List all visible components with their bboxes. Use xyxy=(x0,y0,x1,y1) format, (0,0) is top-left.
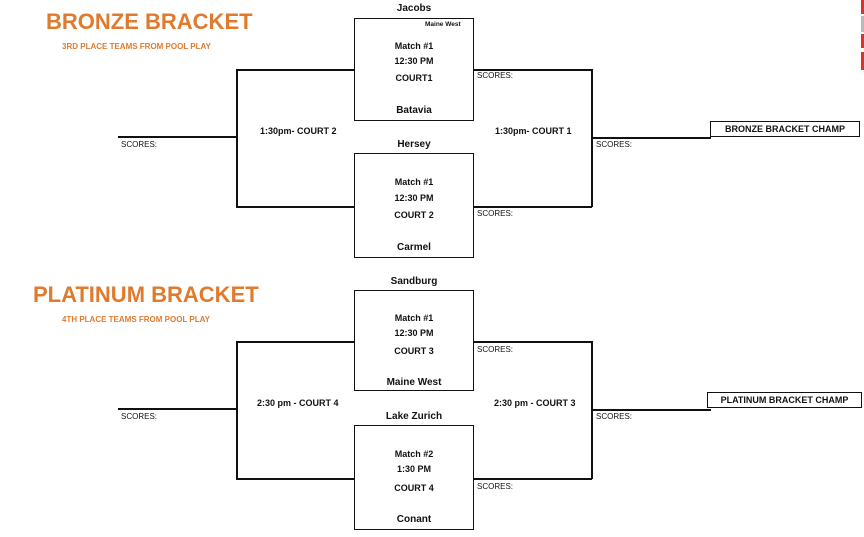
platinum-team-maine-west: Maine West xyxy=(386,377,442,388)
bronze-left-game: 1:30pm- COURT 2 xyxy=(260,126,337,136)
bronze-team-jacobs: Jacobs xyxy=(396,3,432,14)
bronze-corner-note: Maine West xyxy=(425,21,461,28)
bronze-bottom-scores: SCORES: xyxy=(477,209,514,218)
bronze-left-scores: SCORES: xyxy=(121,140,158,149)
platinum-bottom-scores: SCORES: xyxy=(477,482,514,491)
platinum-top-match-time: 12:30 PM xyxy=(394,328,434,338)
platinum-team-conant: Conant xyxy=(396,514,432,525)
platinum-team-sandburg: Sandburg xyxy=(390,276,438,287)
edge-stripe-red-mid xyxy=(861,34,864,48)
platinum-bottom-match-time: 1:30 PM xyxy=(396,464,431,474)
bronze-bottom-match-number: Match #1 xyxy=(394,177,434,187)
bronze-subtitle: 3RD PLACE TEAMS FROM POOL PLAY xyxy=(62,42,211,51)
platinum-right-line-bottom xyxy=(474,478,592,480)
platinum-left-game: 2:30 pm - COURT 4 xyxy=(257,398,339,408)
bronze-bottom-match-time: 12:30 PM xyxy=(394,193,434,203)
platinum-title: PLATINUM BRACKET xyxy=(33,282,259,307)
bronze-left-line-top xyxy=(236,69,354,71)
bronze-top-match-time: 12:30 PM xyxy=(394,56,434,66)
bronze-top-match-court: COURT1 xyxy=(395,73,433,83)
platinum-right-feeder xyxy=(591,409,711,411)
platinum-top-scores: SCORES: xyxy=(477,345,514,354)
bronze-top-scores: SCORES: xyxy=(477,71,514,80)
platinum-right-game: 2:30 pm - COURT 3 xyxy=(494,398,576,408)
platinum-bottom-match-court: COURT 4 xyxy=(394,483,434,493)
bronze-champ-box: BRONZE BRACKET CHAMP xyxy=(710,121,860,137)
platinum-right-line-top xyxy=(474,341,592,343)
platinum-match-top-box xyxy=(354,290,474,391)
platinum-left-line-bottom xyxy=(236,478,354,480)
bronze-right-game: 1:30pm- COURT 1 xyxy=(495,126,572,136)
platinum-champ-box: PLATINUM BRACKET CHAMP xyxy=(707,392,862,408)
platinum-top-match-number: Match #1 xyxy=(394,313,434,323)
bronze-title: BRONZE BRACKET xyxy=(46,9,253,34)
bronze-match-bottom-box xyxy=(354,153,474,258)
bronze-match-top-box xyxy=(354,18,474,121)
edge-stripe-gray xyxy=(861,16,864,32)
platinum-bottom-match-number: Match #2 xyxy=(394,449,434,459)
edge-stripe-red-top xyxy=(861,0,864,14)
bronze-left-line-bottom xyxy=(236,206,354,208)
bronze-top-match-number: Match #1 xyxy=(394,41,434,51)
platinum-left-scores: SCORES: xyxy=(121,412,158,421)
bronze-team-hersey: Hersey xyxy=(397,139,431,150)
bronze-right-line-bottom xyxy=(474,206,592,208)
bronze-right-scores: SCORES: xyxy=(596,140,633,149)
platinum-left-feeder xyxy=(118,408,237,410)
bronze-bottom-match-court: COURT 2 xyxy=(394,210,434,220)
platinum-left-vertical xyxy=(236,341,238,479)
platinum-subtitle: 4TH PLACE TEAMS FROM POOL PLAY xyxy=(62,315,211,324)
bronze-right-feeder xyxy=(591,137,711,139)
platinum-match-bottom-box xyxy=(354,425,474,530)
bronze-team-carmel: Carmel xyxy=(397,242,431,253)
bronze-right-line-top xyxy=(474,69,592,71)
edge-stripe-red-bottom xyxy=(861,52,864,70)
platinum-right-scores: SCORES: xyxy=(596,412,633,421)
platinum-top-match-court: COURT 3 xyxy=(394,346,434,356)
bronze-team-batavia: Batavia xyxy=(396,105,432,116)
platinum-team-lake-zurich: Lake Zurich xyxy=(385,411,443,422)
bronze-left-feeder xyxy=(118,136,237,138)
bronze-left-vertical xyxy=(236,69,238,207)
platinum-left-line-top xyxy=(236,341,354,343)
